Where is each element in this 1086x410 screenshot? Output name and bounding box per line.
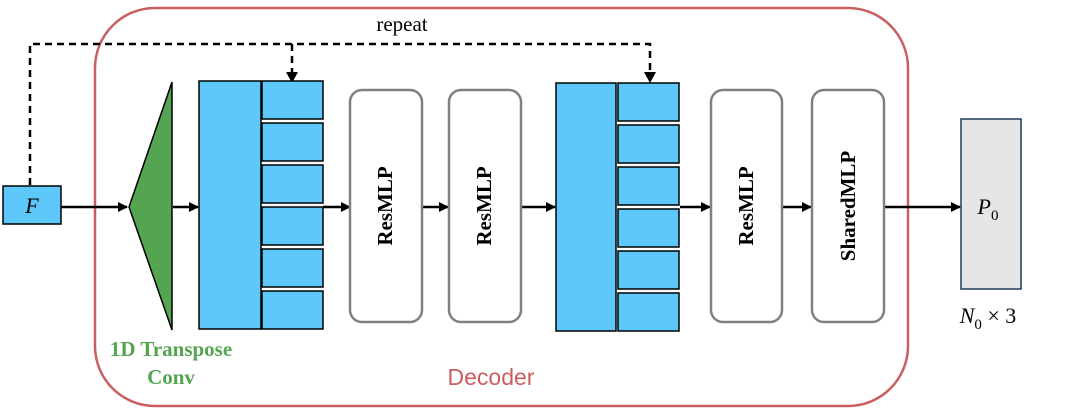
repeat-arrowhead-2 xyxy=(644,72,656,83)
resmlp-label-3: ResMLP xyxy=(734,166,758,245)
output-shape-label: N0 × 3 xyxy=(959,303,1017,333)
output-label: P0 xyxy=(977,194,999,224)
feature-block-1 xyxy=(198,80,324,330)
repeat-label: repeat xyxy=(376,12,427,36)
transpose-conv-label-line1: 1D Transpose xyxy=(110,337,232,361)
resmlp-block-3 xyxy=(709,88,784,324)
input-feature-label: F xyxy=(24,193,39,218)
sharedmlp-block xyxy=(810,88,886,324)
resmlp-block-1 xyxy=(348,88,424,324)
transpose-conv-label-line2: Conv xyxy=(147,365,195,389)
decoder-label: Decoder xyxy=(448,364,535,390)
resmlp-label-2: ResMLP xyxy=(472,166,496,245)
resmlp-block-2 xyxy=(447,88,523,324)
input-feature-box xyxy=(2,185,62,225)
transpose-conv-shape xyxy=(128,81,173,331)
sharedmlp-label: SharedMLP xyxy=(836,151,860,262)
feature-block-2 xyxy=(555,82,680,332)
output-box xyxy=(960,118,1022,290)
repeat-arrowhead-1 xyxy=(286,72,298,83)
resmlp-label-1: ResMLP xyxy=(373,166,397,245)
